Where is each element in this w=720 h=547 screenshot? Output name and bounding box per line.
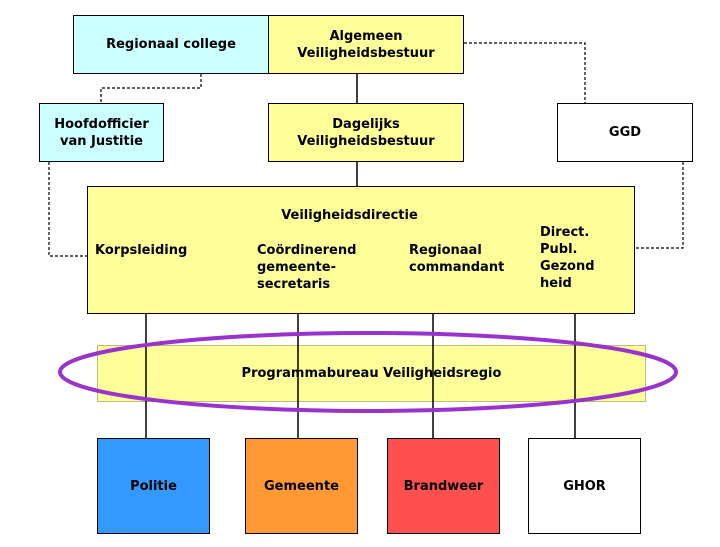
dashed-college-to-hoofdofficier <box>100 74 202 103</box>
algemeen-veiligheidsbestuur-box: Algemeen Veiligheidsbestuur <box>268 15 464 74</box>
regionaal-college-box: Regionaal college <box>73 15 269 74</box>
programmabureau-band <box>97 345 646 402</box>
programmabureau-label: Programmabureau Veiligheidsregio <box>241 366 502 381</box>
politie-box: Politie <box>97 438 210 534</box>
regionaal-commandant-label: Regionaal commandant <box>409 243 505 275</box>
veiligheidsdirectie-title: Veiligheidsdirectie <box>281 208 418 223</box>
direct-publ-gezondheid-label: Direct. Publ. Gezond heid <box>540 225 595 291</box>
dagelijks-veiligheidsbestuur-box: Dagelijks Veiligheidsbestuur <box>268 103 464 162</box>
hoofdofficier-box: Hoofdofficier van Justitie <box>39 103 164 162</box>
highlight-ellipse <box>58 331 678 413</box>
veiligheidsdirectie-box <box>87 186 635 314</box>
coordinerend-label: Coördinerend gemeente- secretaris <box>257 243 357 292</box>
dashed-avb-to-ggd <box>464 42 586 103</box>
ghor-box: GHOR <box>528 438 641 534</box>
korpsleiding-label: Korpsleiding <box>95 243 188 258</box>
dashed-hoofdofficier-to-directie <box>48 162 87 257</box>
brandweer-box: Brandweer <box>387 438 500 534</box>
dashed-ggd-to-directie <box>635 162 684 249</box>
ggd-box: GGD <box>557 103 693 162</box>
gemeente-box: Gemeente <box>245 438 358 534</box>
